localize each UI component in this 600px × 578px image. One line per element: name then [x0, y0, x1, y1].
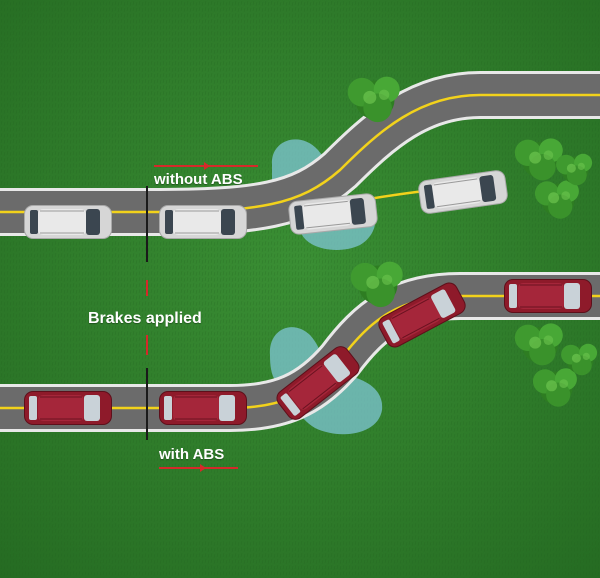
- car-without-abs-1: [23, 204, 113, 240]
- car-with-abs-1: [23, 390, 113, 426]
- without-abs-marker: [154, 162, 258, 170]
- car-without-abs-2: [158, 204, 248, 240]
- car-with-abs-2: [158, 390, 248, 426]
- with-abs-marker: [159, 464, 238, 472]
- label-with-abs: with ABS: [159, 446, 225, 463]
- car-with-abs-5: [503, 278, 593, 314]
- label-without-abs: without ABS: [154, 171, 243, 188]
- label-brakes-applied: Brakes applied: [88, 310, 202, 327]
